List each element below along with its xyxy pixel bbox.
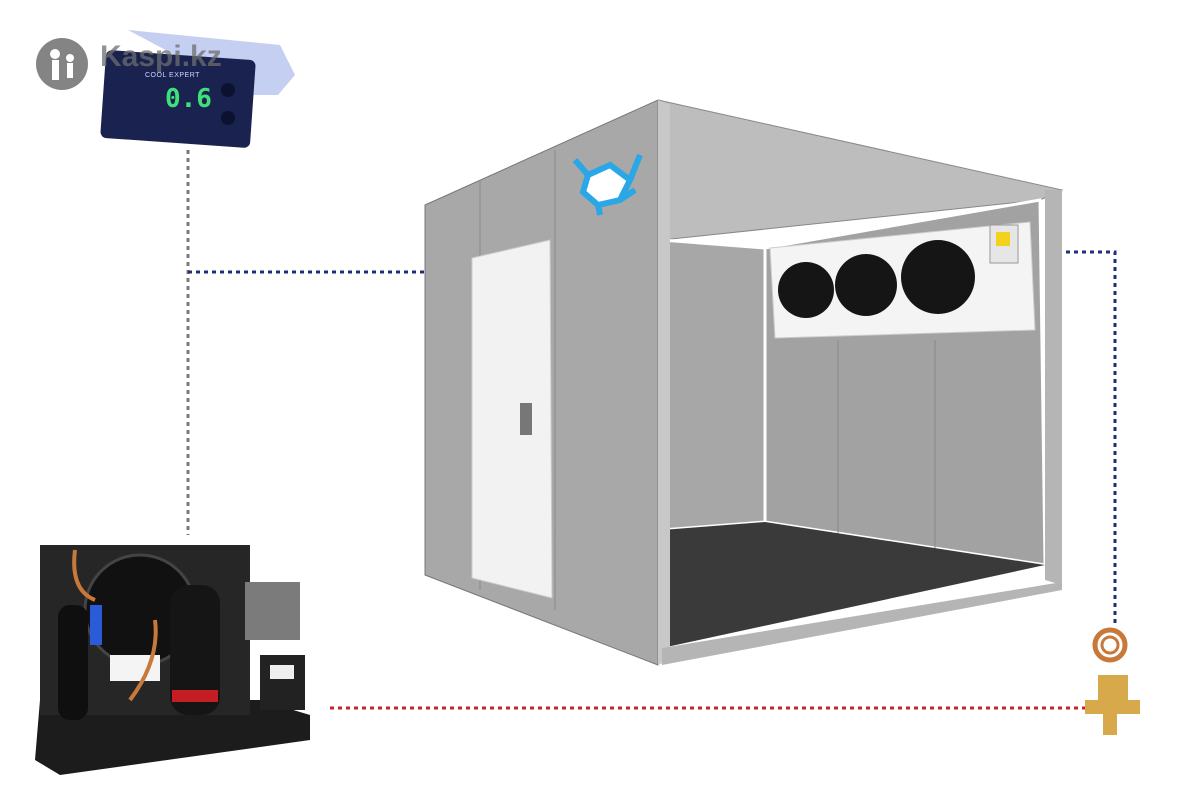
snowflake-icon (572, 153, 643, 216)
cold-room (424, 99, 1064, 666)
temperature-controller (100, 30, 295, 148)
controller-brand: COOL EXPERT (145, 72, 200, 79)
controller-display: 0.6 (165, 84, 212, 114)
watermark-text: Kaspi.kz (100, 40, 222, 73)
expansion-valve (1085, 627, 1140, 735)
condensing-unit (35, 545, 310, 775)
control-line-valve (1058, 250, 1117, 625)
kaspi-logo (36, 38, 88, 90)
evaporator-unit (769, 221, 1036, 339)
